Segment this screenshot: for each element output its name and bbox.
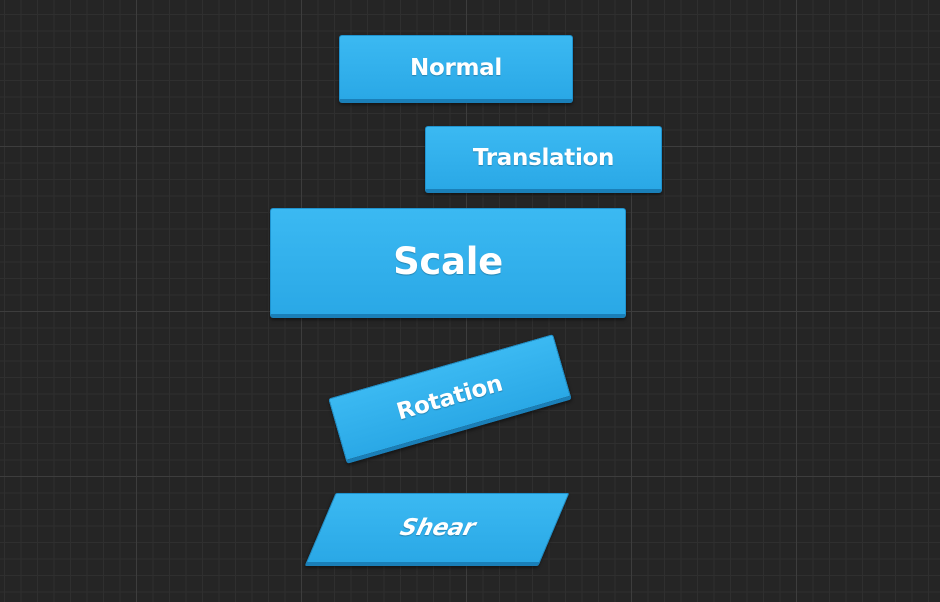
scale-button[interactable]: Scale	[270, 208, 626, 318]
rotation-button-label: Rotation	[393, 370, 506, 426]
normal-button-label: Normal	[410, 54, 502, 81]
translation-button[interactable]: Translation	[425, 126, 662, 193]
shear-button[interactable]: Shear	[304, 493, 570, 566]
normal-button[interactable]: Normal	[339, 35, 573, 103]
scale-button-label: Scale	[393, 240, 503, 283]
rotation-button[interactable]: Rotation	[328, 334, 572, 464]
translation-button-label: Translation	[472, 145, 615, 171]
shear-button-label: Shear	[397, 515, 478, 541]
